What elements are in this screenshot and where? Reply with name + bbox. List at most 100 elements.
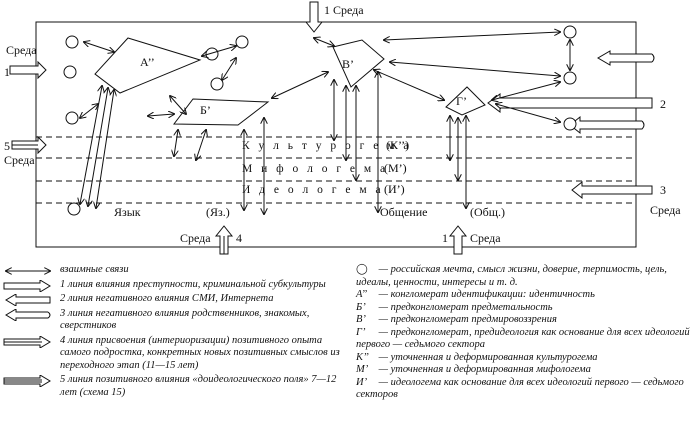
legend-key: Г’ <box>356 326 366 338</box>
node-b-label: Б’ <box>200 103 211 117</box>
env-arrow-bottom-4: Среда 4 <box>180 225 242 255</box>
legend-text: 4 линия присвоения (интериоризации) пози… <box>60 334 340 371</box>
mutual-link <box>96 90 114 208</box>
band-ideologema-code: (И’) <box>384 182 405 196</box>
mutual-link <box>148 114 174 116</box>
mutual-link <box>384 32 560 40</box>
band-mythologema-code: (М’) <box>384 161 407 175</box>
legend-text: — предконгломерат, предидеология как осн… <box>356 326 690 351</box>
legend-right: ◯ — российская мечта, смысл жизни, довер… <box>356 264 692 402</box>
legend-item: К’’ — уточненная и деформированная культ… <box>356 352 692 365</box>
mutual-link <box>84 42 114 52</box>
line3-arrow-icon <box>5 308 51 321</box>
legend-text: 3 линия негативного влияния родственнико… <box>60 307 310 332</box>
legend-item: взаимные связи <box>2 264 340 277</box>
communication-code: (Общ.) <box>470 205 505 219</box>
mutual-link <box>390 62 560 76</box>
environment-frame <box>35 21 637 248</box>
env-right2-num: 2 <box>660 97 666 111</box>
legend-text: — идеологема как основание для всех идео… <box>356 376 684 401</box>
legend-item: ◯ — российская мечта, смысл жизни, довер… <box>356 264 692 289</box>
env-bottom-left-label: Среда <box>180 231 211 245</box>
communication-label: Общение <box>380 205 428 219</box>
legend-item: 3 линия негативного влияния родственнико… <box>2 308 340 333</box>
mutual-link <box>222 58 236 80</box>
language-label: Язык <box>114 205 141 219</box>
band-mythologema: М и ф о л о г е м а <box>242 163 388 175</box>
node-v-shape <box>332 39 385 88</box>
mutual-link <box>170 96 186 114</box>
legend-key: К’’ <box>356 351 369 363</box>
mutual-link <box>314 38 334 46</box>
mutual-link <box>492 82 560 100</box>
env-left2-num: 5 <box>4 139 10 153</box>
value-circle <box>67 202 81 216</box>
line2-arrow-icon <box>5 294 51 306</box>
env-arrow-right-3: 3 Среда <box>571 180 681 217</box>
mutual-link <box>496 104 560 122</box>
legend-key: Б’ <box>356 301 366 313</box>
mutual-link <box>80 104 98 118</box>
node-v-label: В’ <box>342 57 354 71</box>
env-arrow-right-4 <box>569 115 645 135</box>
node-g-label: Г’ <box>456 94 467 108</box>
line4-arrow-icon <box>3 335 51 348</box>
line5-arrow-icon <box>3 375 51 387</box>
legend-key: М’ <box>356 364 369 375</box>
ideology-formation-diagram: 1 Среда Среда 1 5 Среда 2 3 Среда Среда … <box>4 1 681 255</box>
node-a-shape <box>94 37 202 94</box>
value-circle <box>563 71 577 85</box>
env-right3-num: 3 <box>660 183 666 197</box>
legend-key: И’ <box>356 376 368 388</box>
value-circle <box>63 65 77 79</box>
value-circle <box>563 117 577 131</box>
env-arrow-top: 1 Среда <box>304 1 364 33</box>
node-g-shape <box>445 86 486 116</box>
mutual-link <box>374 70 444 100</box>
mutual-link <box>174 130 178 156</box>
legend: взаимные связи 1 линия влияния преступно… <box>0 256 695 433</box>
env-arrow-bottom-1: 1 Среда <box>442 225 501 255</box>
legend-item: 4 линия присвоения (интериоризации) пози… <box>2 335 340 373</box>
value-circle <box>65 111 79 125</box>
legend-left: взаимные связи 1 линия влияния преступно… <box>2 264 340 400</box>
legend-item: М’ — уточненная и деформированная мифоло… <box>356 364 692 377</box>
band-culturogema-code: (К’’) <box>386 138 409 152</box>
legend-item: А’’ — конгломерат идентификации: идентич… <box>356 289 692 302</box>
legend-text: 5 линия позитивного влияния «доидеологич… <box>60 374 337 398</box>
env-arrow-right-1 <box>597 50 655 66</box>
legend-item: И’ — идеологема как основание для всех и… <box>356 377 692 402</box>
env-bottom-right-num: 1 <box>442 231 448 245</box>
env-arrow-left-5: 5 Среда <box>4 135 47 167</box>
double-arrow-icon <box>2 265 54 277</box>
line1-arrow-icon <box>3 279 51 292</box>
legend-text: — предконгломерат предмировоззрения <box>378 314 557 325</box>
legend-text: — предконгломерат предметальность <box>378 301 553 313</box>
env-bottom-left-num: 4 <box>236 231 242 245</box>
value-circle <box>563 25 577 39</box>
band-culturogema: К у л ь т у р о г е м а <box>242 140 412 152</box>
band-ideologema: И д е о л о г е м а <box>242 184 384 196</box>
mutual-links <box>80 32 570 214</box>
legend-key: В’ <box>356 314 366 325</box>
value-circle <box>235 35 249 49</box>
legend-item: Г’ — предконгломерат, предидеология как … <box>356 327 692 352</box>
node-a-label: А’’ <box>140 55 155 69</box>
legend-text: — уточненная и деформированная культурог… <box>378 351 598 363</box>
legend-key: ◯ <box>356 264 368 275</box>
env-left-label: Среда <box>6 43 37 57</box>
legend-item: В’ — предконгломерат предмировоззрения <box>356 314 692 327</box>
value-circle <box>210 77 224 91</box>
env-bottom-right-label: Среда <box>470 231 501 245</box>
legend-text: 2 линия негативного влияния СМИ, Интерне… <box>60 293 274 304</box>
mutual-link <box>196 130 206 160</box>
legend-text: 1 линия влияния преступности, криминальн… <box>60 278 326 290</box>
legend-text: — российская мечта, смысл жизни, доверие… <box>356 264 667 288</box>
env-right3-label: Среда <box>650 203 681 217</box>
node-b-shape <box>173 98 270 126</box>
env-arrow-left-1: Среда 1 <box>4 43 47 80</box>
legend-text: — уточненная и деформированная мифологем… <box>378 364 591 375</box>
env-left-num: 1 <box>4 65 10 79</box>
mutual-link <box>202 46 236 56</box>
env-top-label: 1 Среда <box>324 3 364 17</box>
